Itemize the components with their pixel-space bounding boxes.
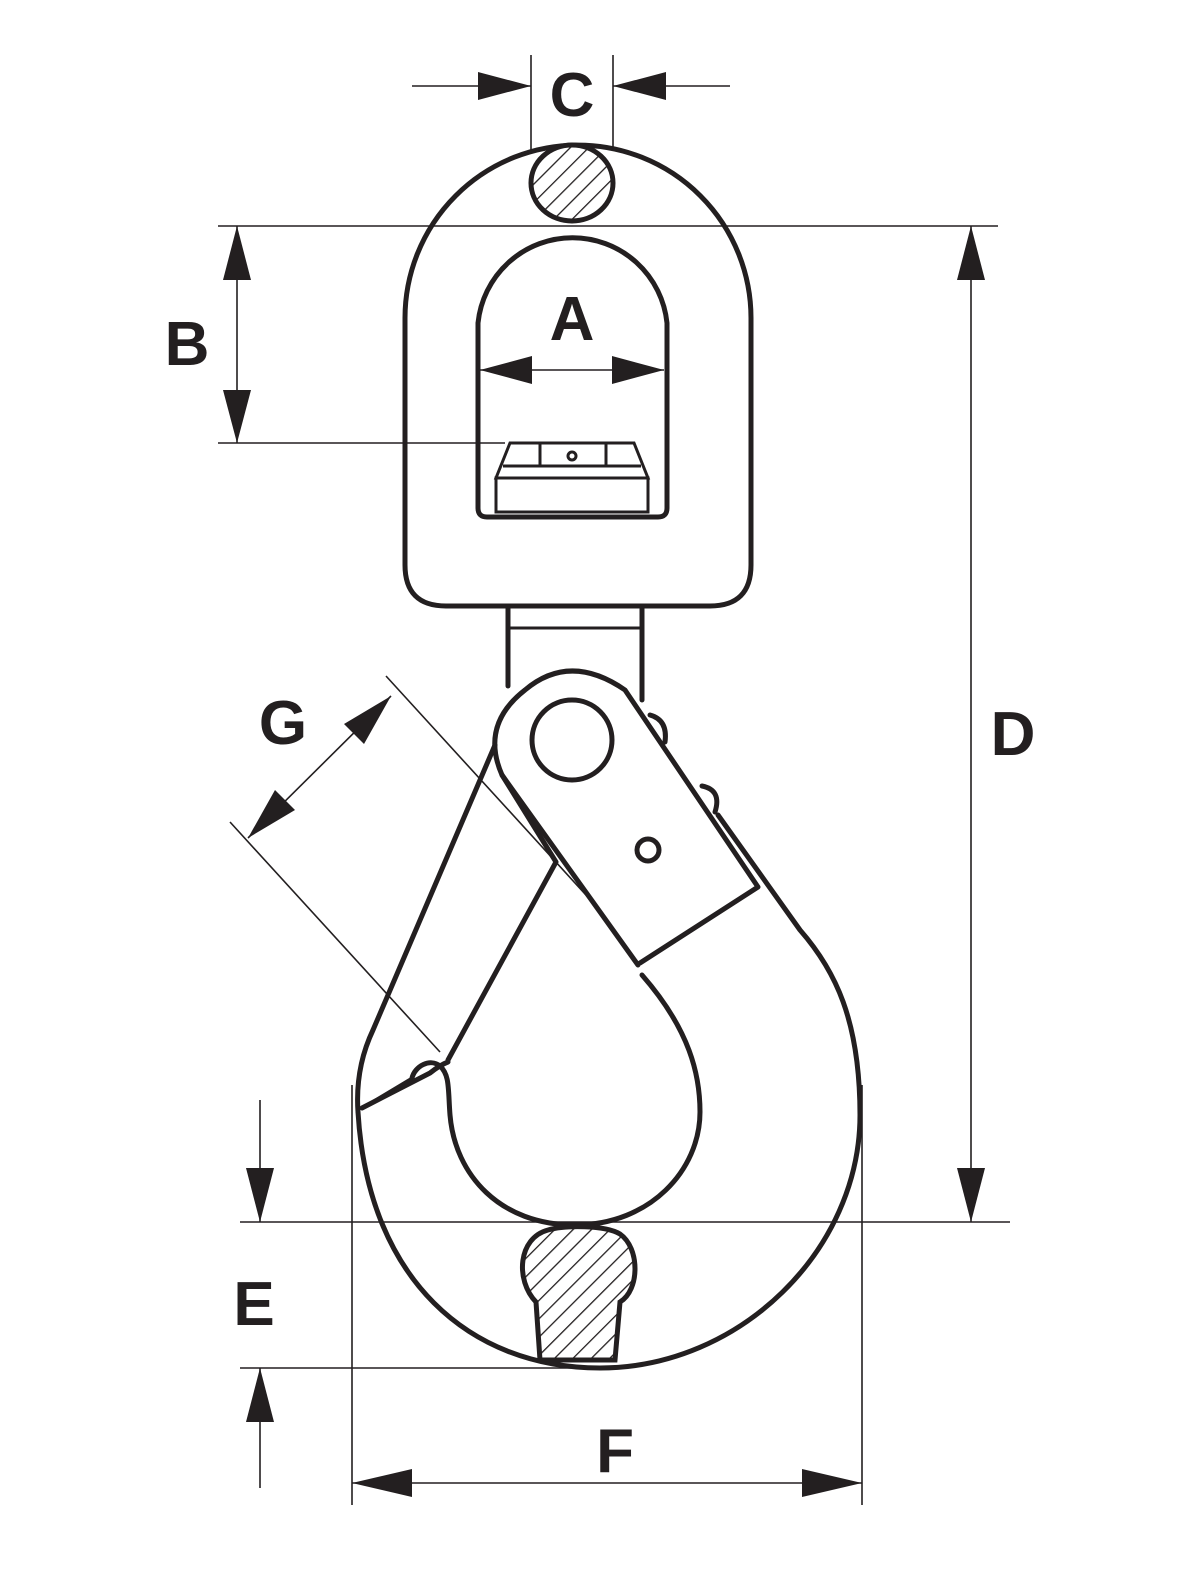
label-f: F (596, 1417, 634, 1486)
hook-latch (445, 668, 761, 1063)
label-c: C (550, 61, 595, 130)
label-g: G (259, 689, 307, 758)
hook-body (355, 742, 863, 1371)
label-d: D (991, 700, 1036, 769)
latch-pivot-pin (529, 697, 615, 783)
hook-cross-section (520, 1224, 638, 1363)
eye-inner-opening (475, 235, 670, 520)
latch-rivet (634, 836, 662, 864)
latch-outline (445, 668, 761, 1063)
label-b: B (165, 310, 210, 379)
swivel-eye (402, 142, 754, 609)
swivel-shank (505, 603, 645, 703)
latch-pivot-body (499, 772, 641, 968)
hook-outer-outline (355, 742, 863, 1371)
dimension-labels: C A B D G E F (165, 61, 1036, 1486)
eye-cross-section (528, 142, 616, 224)
label-e: E (233, 1270, 274, 1339)
dimension-lines (218, 55, 1010, 1505)
label-a: A (550, 285, 595, 354)
hook-tip (359, 1059, 451, 1111)
hook-throat (409, 972, 703, 1228)
swivel-nut (493, 441, 651, 514)
eye-outer-outline (402, 142, 754, 609)
